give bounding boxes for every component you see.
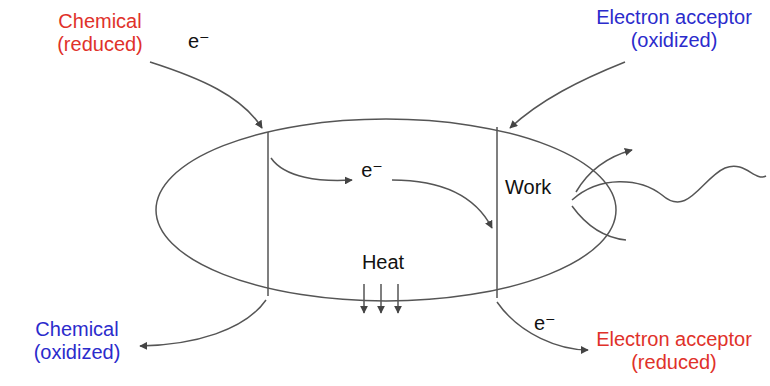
reduced-acceptor-label: Electron acceptor (reduced) (585, 328, 763, 374)
oxidized-acceptor-label: Electron acceptor (oxidized) (585, 6, 763, 52)
electron-label: e⁻ (361, 159, 383, 182)
electron-label: e⁻ (188, 30, 210, 53)
heat-arrow (397, 284, 399, 313)
flagellum (572, 166, 766, 202)
electron-label: e⁻ (534, 312, 556, 335)
rotation-arrow (576, 150, 632, 192)
reduced-chemical-label: Chemical (reduced) (35, 10, 165, 56)
oxidized-chemical-label: Chemical (oxidized) (12, 318, 142, 364)
work-label: Work (505, 176, 551, 199)
membrane-line (267, 132, 269, 296)
heat-label: Heat (362, 251, 404, 274)
cell-body: e⁻ WorkHeat (155, 118, 617, 302)
electron-arrow (271, 158, 352, 180)
cell-outline (155, 118, 617, 302)
input-arrow (150, 62, 262, 128)
heat-arrow (380, 284, 382, 313)
electron-arrow (392, 180, 492, 228)
input-arrow (510, 62, 625, 128)
heat-arrow (363, 284, 365, 313)
output-arrow (497, 302, 588, 350)
membrane-line (496, 127, 498, 298)
output-arrow (140, 300, 266, 346)
flagellum (572, 206, 626, 240)
